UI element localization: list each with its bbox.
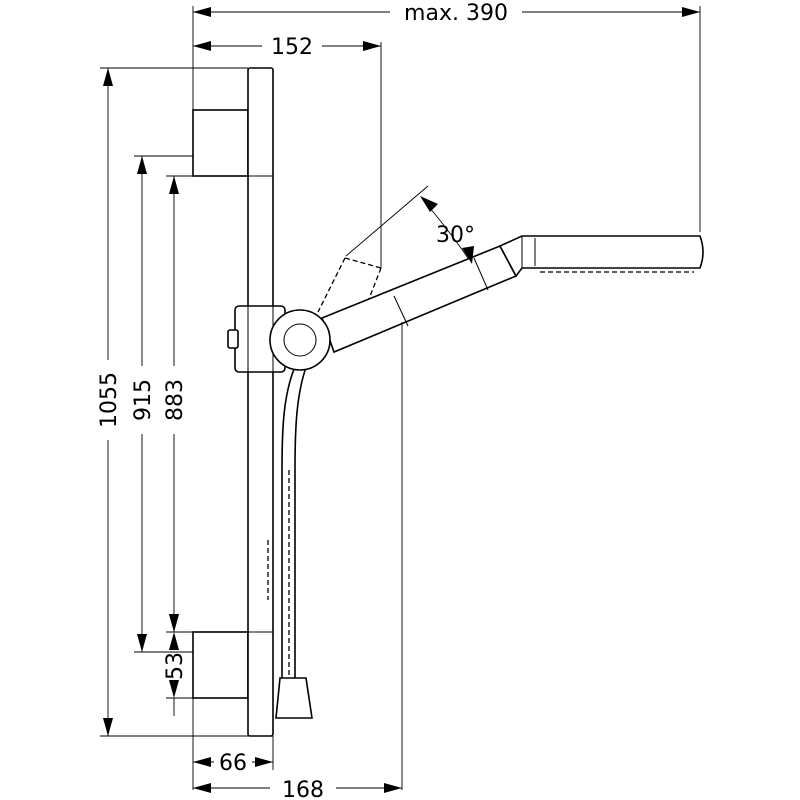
hose-connector bbox=[275, 677, 313, 719]
dim-hose-offset: 168 bbox=[193, 778, 402, 800]
dim-bracket-height: 53 bbox=[163, 614, 188, 716]
dim-wall-offset: 66 bbox=[193, 751, 273, 776]
dimension-lines: max. 390 152 30° 1055 bbox=[97, 1, 700, 800]
dim-total-height-label: 1055 bbox=[97, 372, 122, 428]
dim-rail-offset-label: 152 bbox=[271, 35, 313, 60]
dim-rail-length: 883 bbox=[163, 176, 188, 632]
dim-wall-offset-label: 66 bbox=[219, 751, 247, 776]
upper-wall-bracket bbox=[192, 109, 249, 177]
vertical-rail bbox=[247, 67, 274, 737]
handle-alternate-position bbox=[317, 257, 346, 313]
dim-hose-offset-label: 168 bbox=[282, 778, 324, 800]
dim-angle: 30° bbox=[420, 196, 475, 264]
dim-angle-label: 30° bbox=[436, 223, 475, 248]
dim-rail-offset: 152 bbox=[193, 35, 381, 60]
dim-max-width-label: max. 390 bbox=[404, 1, 508, 26]
shower-hose bbox=[281, 361, 298, 678]
dim-bracket-distance-label: 915 bbox=[131, 379, 156, 421]
shower-rail-assembly bbox=[192, 67, 704, 737]
extension-lines bbox=[100, 6, 701, 790]
dim-bracket-height-label: 53 bbox=[163, 652, 188, 680]
hand-shower-head bbox=[498, 235, 704, 278]
swivel-joint bbox=[269, 309, 331, 371]
dim-max-width: max. 390 bbox=[193, 1, 700, 26]
dim-rail-length-label: 883 bbox=[163, 379, 188, 421]
lower-wall-bracket bbox=[192, 631, 249, 699]
dim-bracket-distance: 915 bbox=[131, 156, 156, 652]
handle-arm bbox=[320, 244, 518, 354]
dim-total-height: 1055 bbox=[97, 68, 122, 736]
